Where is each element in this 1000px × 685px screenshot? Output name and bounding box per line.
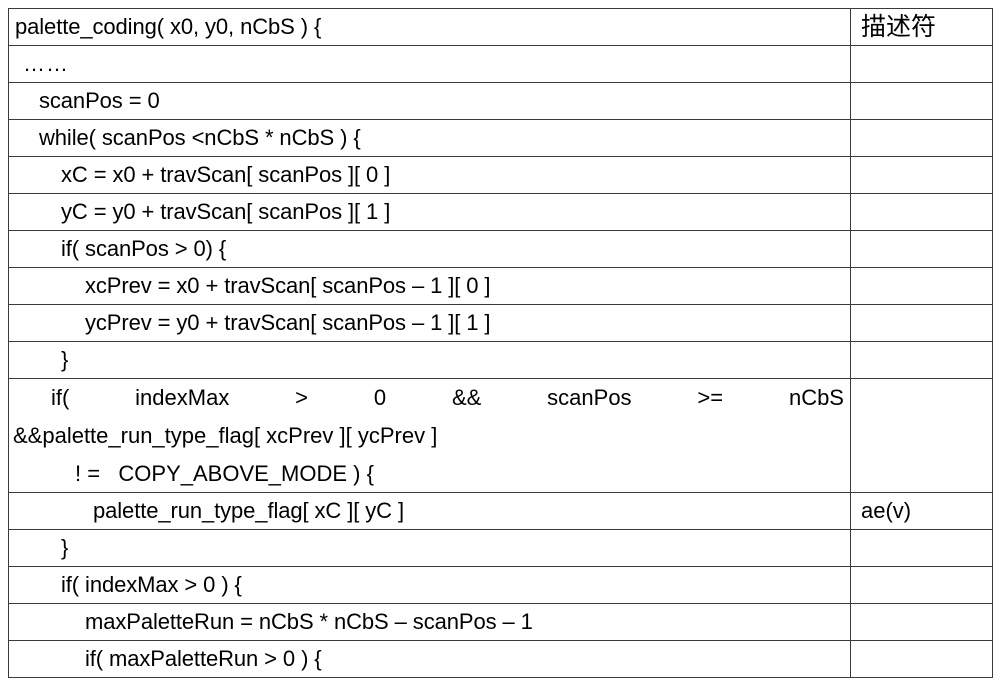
syntax-cell: } xyxy=(8,341,851,379)
descriptor-cell xyxy=(850,156,993,194)
table-row: while( scanPos <nCbS * nCbS ) { xyxy=(8,119,993,157)
descriptor-header-text: 描述符 xyxy=(861,12,937,41)
syntax-table-body: palette_coding( x0, y0, nCbS ) { 描述符 …… … xyxy=(8,8,993,678)
descriptor-cell xyxy=(850,267,993,305)
condition-token: >= xyxy=(697,385,724,410)
table-row: ycPrev = y0 + travScan[ scanPos – 1 ][ 1… xyxy=(8,304,993,342)
table-row-condition: if( indexMax > 0 && scanPos >= nCbS &&pa… xyxy=(8,378,993,493)
condition-token: indexMax xyxy=(135,385,230,410)
syntax-cell: palette_coding( x0, y0, nCbS ) { xyxy=(8,8,851,46)
descriptor-text: ae(v) xyxy=(861,498,912,523)
syntax-text: } xyxy=(61,535,69,560)
descriptor-text xyxy=(851,305,992,341)
descriptor-text xyxy=(851,342,992,378)
syntax-cell: if( scanPos > 0) { xyxy=(8,230,851,268)
descriptor-text xyxy=(851,231,992,267)
table-row: palette_run_type_flag[ xC ][ yC ] ae(v) xyxy=(8,492,993,530)
descriptor-text xyxy=(851,194,992,230)
syntax-cell: if( indexMax > 0 ) { xyxy=(8,566,851,604)
descriptor-cell xyxy=(850,529,993,567)
table-row: scanPos = 0 xyxy=(8,82,993,120)
table-row: maxPaletteRun = nCbS * nCbS – scanPos – … xyxy=(8,603,993,641)
syntax-cell: xC = x0 + travScan[ scanPos ][ 0 ] xyxy=(8,156,851,194)
table-row: if( indexMax > 0 ) { xyxy=(8,566,993,604)
syntax-text: maxPaletteRun = nCbS * nCbS – scanPos – … xyxy=(85,609,533,634)
descriptor-text xyxy=(851,46,992,82)
table-row: palette_coding( x0, y0, nCbS ) { 描述符 xyxy=(8,8,993,46)
descriptor-text xyxy=(851,157,992,193)
descriptor-text xyxy=(851,567,992,603)
table-row: } xyxy=(8,529,993,567)
table-row: xcPrev = x0 + travScan[ scanPos – 1 ][ 0… xyxy=(8,267,993,305)
syntax-text: yC = y0 + travScan[ scanPos ][ 1 ] xyxy=(61,199,391,224)
table-row: xC = x0 + travScan[ scanPos ][ 0 ] xyxy=(8,156,993,194)
table-row: if( maxPaletteRun > 0 ) { xyxy=(8,640,993,678)
descriptor-cell xyxy=(850,119,993,157)
condition-token: && xyxy=(451,385,482,410)
syntax-text: if( indexMax > 0 ) { xyxy=(61,572,242,597)
descriptor-cell: ae(v) xyxy=(850,492,993,530)
descriptor-text xyxy=(851,268,992,304)
descriptor-cell xyxy=(850,193,993,231)
condition-token: 0 xyxy=(373,385,387,410)
descriptor-text xyxy=(851,641,992,677)
descriptor-text xyxy=(851,120,992,156)
table-row: …… xyxy=(8,45,993,83)
descriptor-cell xyxy=(850,341,993,379)
descriptor-cell xyxy=(850,603,993,641)
descriptor-cell xyxy=(850,640,993,678)
syntax-cell: while( scanPos <nCbS * nCbS ) { xyxy=(8,119,851,157)
descriptor-cell: 描述符 xyxy=(850,8,993,46)
syntax-cell: xcPrev = x0 + travScan[ scanPos – 1 ][ 0… xyxy=(8,267,851,305)
condition-line-3: ! = COPY_ABOVE_MODE ) { xyxy=(75,461,374,486)
palette-coding-syntax-table: palette_coding( x0, y0, nCbS ) { 描述符 …… … xyxy=(8,8,993,678)
syntax-text: ycPrev = y0 + travScan[ scanPos – 1 ][ 1… xyxy=(85,310,491,335)
syntax-text: xC = x0 + travScan[ scanPos ][ 0 ] xyxy=(61,162,391,187)
condition-token: if( xyxy=(51,385,70,410)
syntax-cell: scanPos = 0 xyxy=(8,82,851,120)
syntax-text: if( maxPaletteRun > 0 ) { xyxy=(85,646,322,671)
syntax-cell-condition: if( indexMax > 0 && scanPos >= nCbS &&pa… xyxy=(8,378,851,493)
syntax-text: if( scanPos > 0) { xyxy=(61,236,227,261)
syntax-cell: palette_run_type_flag[ xC ][ yC ] xyxy=(8,492,851,530)
syntax-cell: yC = y0 + travScan[ scanPos ][ 1 ] xyxy=(8,193,851,231)
syntax-cell: …… xyxy=(8,45,851,83)
condition-token: > xyxy=(295,385,309,410)
syntax-text: palette_run_type_flag[ xC ][ yC ] xyxy=(93,498,404,523)
table-row: yC = y0 + travScan[ scanPos ][ 1 ] xyxy=(8,193,993,231)
syntax-text: while( scanPos <nCbS * nCbS ) { xyxy=(39,125,361,150)
descriptor-cell xyxy=(850,230,993,268)
syntax-cell: maxPaletteRun = nCbS * nCbS – scanPos – … xyxy=(8,603,851,641)
descriptor-text xyxy=(851,604,992,640)
condition-token: nCbS xyxy=(788,385,844,410)
descriptor-cell xyxy=(850,304,993,342)
descriptor-cell xyxy=(850,566,993,604)
descriptor-text xyxy=(851,530,992,566)
ellipsis-text: …… xyxy=(23,51,69,76)
condition-line-2: &&palette_run_type_flag[ xcPrev ][ ycPre… xyxy=(13,423,438,448)
descriptor-cell xyxy=(850,378,993,493)
syntax-text: palette_coding( x0, y0, nCbS ) { xyxy=(15,14,322,39)
table-row: } xyxy=(8,341,993,379)
descriptor-cell xyxy=(850,45,993,83)
syntax-text: xcPrev = x0 + travScan[ scanPos – 1 ][ 0… xyxy=(85,273,491,298)
descriptor-cell xyxy=(850,82,993,120)
descriptor-text xyxy=(851,418,992,454)
condition-line-1: if( indexMax > 0 && scanPos >= nCbS xyxy=(9,379,850,417)
syntax-cell: ycPrev = y0 + travScan[ scanPos – 1 ][ 1… xyxy=(8,304,851,342)
table-row: if( scanPos > 0) { xyxy=(8,230,993,268)
condition-token: scanPos xyxy=(547,385,632,410)
syntax-text: scanPos = 0 xyxy=(39,88,160,113)
descriptor-text xyxy=(851,83,992,119)
syntax-text: } xyxy=(61,347,69,372)
syntax-cell: } xyxy=(8,529,851,567)
syntax-cell: if( maxPaletteRun > 0 ) { xyxy=(8,640,851,678)
